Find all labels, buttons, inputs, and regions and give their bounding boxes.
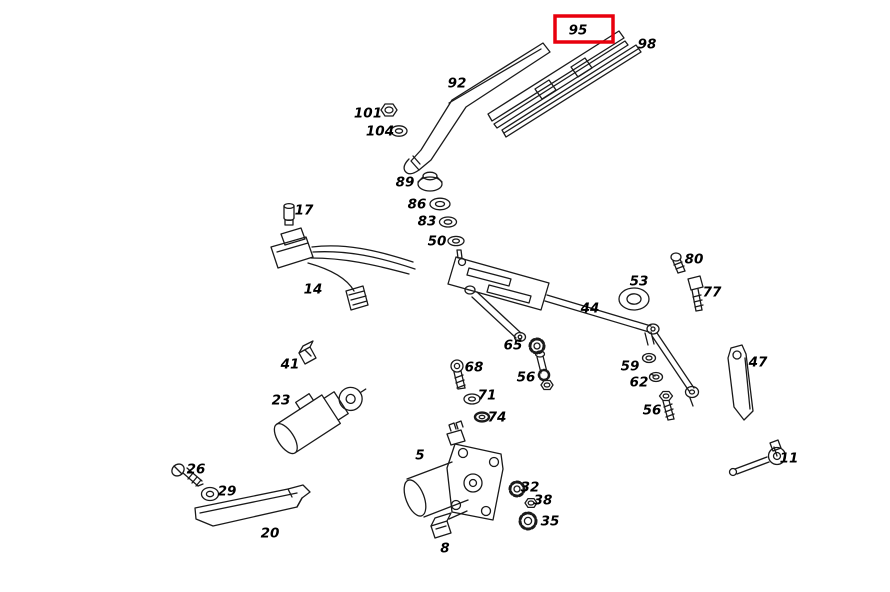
part-83-washer bbox=[438, 216, 458, 228]
part-label-8[interactable]: 8 bbox=[440, 541, 449, 557]
part-17-pin bbox=[283, 202, 295, 226]
part-label-47[interactable]: 47 bbox=[748, 355, 768, 371]
part-label-5[interactable]: 5 bbox=[415, 448, 424, 464]
part-label-44[interactable]: 44 bbox=[580, 301, 600, 317]
part-5-wiper-motor bbox=[403, 420, 504, 521]
part-11-crank-arm bbox=[728, 439, 787, 477]
part-53-grommet bbox=[618, 287, 650, 311]
part-59-washer bbox=[641, 352, 657, 364]
part-label-32[interactable]: 32 bbox=[521, 480, 540, 496]
part-label-59[interactable]: 59 bbox=[621, 359, 640, 375]
part-65-lock-washer bbox=[528, 337, 546, 355]
part-74-washer bbox=[473, 411, 491, 423]
part-label-92[interactable]: 92 bbox=[448, 76, 467, 92]
part-label-74[interactable]: 74 bbox=[488, 410, 507, 426]
part-label-11[interactable]: 11 bbox=[780, 451, 799, 467]
part-label-17[interactable]: 17 bbox=[295, 203, 314, 219]
part-label-77[interactable]: 77 bbox=[703, 285, 722, 301]
highlight-box-part-95 bbox=[553, 14, 615, 44]
part-8-switch bbox=[430, 510, 468, 539]
part-26-screw bbox=[171, 463, 204, 487]
part-89-cap bbox=[417, 171, 443, 192]
part-label-35[interactable]: 35 bbox=[541, 514, 560, 530]
part-label-14[interactable]: 14 bbox=[304, 282, 323, 298]
part-92-wiper-arm bbox=[403, 42, 551, 175]
part-label-41[interactable]: 41 bbox=[280, 357, 300, 373]
part-71-washer bbox=[463, 393, 481, 405]
part-label-23[interactable]: 23 bbox=[272, 393, 291, 409]
part-56-bolt bbox=[658, 390, 675, 421]
part-label-56[interactable]: 56 bbox=[517, 370, 536, 386]
part-label-65[interactable]: 65 bbox=[504, 338, 523, 354]
part-label-26[interactable]: 26 bbox=[187, 462, 206, 478]
part-label-80[interactable]: 80 bbox=[685, 252, 704, 268]
part-label-98[interactable]: 98 bbox=[638, 37, 657, 53]
part-62-lock-washer bbox=[648, 371, 664, 383]
part-14-connector-plug bbox=[270, 227, 416, 311]
part-44-wiper-linkage bbox=[447, 249, 700, 407]
part-35-gear-washer bbox=[518, 511, 538, 531]
part-47-link-arm bbox=[727, 344, 754, 421]
part-56-bolt-washer-nut bbox=[534, 350, 554, 391]
part-label-50[interactable]: 50 bbox=[428, 234, 447, 250]
part-50-washer bbox=[447, 235, 465, 247]
part-32-gear-washer bbox=[508, 480, 526, 498]
part-label-101[interactable]: 101 bbox=[354, 106, 382, 122]
part-label-71[interactable]: 71 bbox=[478, 388, 497, 404]
part-77-bolt bbox=[687, 275, 704, 312]
part-86-washer bbox=[429, 197, 451, 211]
part-label-86[interactable]: 86 bbox=[408, 197, 427, 213]
part-101-nut bbox=[380, 103, 398, 117]
part-98-wiper-blade bbox=[501, 44, 642, 138]
part-104-washer bbox=[390, 125, 408, 137]
part-29-washer bbox=[200, 486, 220, 502]
part-label-20[interactable]: 20 bbox=[261, 526, 280, 542]
part-label-89[interactable]: 89 bbox=[396, 175, 415, 191]
part-20-bracket bbox=[194, 484, 311, 527]
part-label-38[interactable]: 38 bbox=[534, 493, 553, 509]
part-label-83[interactable]: 83 bbox=[418, 214, 437, 230]
part-68-screw bbox=[450, 359, 466, 390]
part-95-wiper-blade-frame bbox=[487, 30, 629, 129]
part-label-53[interactable]: 53 bbox=[630, 274, 649, 290]
part-label-104[interactable]: 104 bbox=[366, 124, 394, 140]
part-38-nut bbox=[524, 497, 538, 509]
part-label-68[interactable]: 68 bbox=[465, 360, 484, 376]
part-80-screw bbox=[670, 252, 686, 274]
part-label-29[interactable]: 29 bbox=[218, 484, 237, 500]
part-23-wiper-motor bbox=[273, 386, 367, 455]
part-41-clip bbox=[298, 340, 317, 365]
part-label-62[interactable]: 62 bbox=[630, 375, 649, 391]
part-label-56[interactable]: 56 bbox=[643, 403, 662, 419]
diagram-line-art bbox=[171, 30, 787, 539]
part-label-95[interactable]: 95 bbox=[569, 23, 588, 39]
